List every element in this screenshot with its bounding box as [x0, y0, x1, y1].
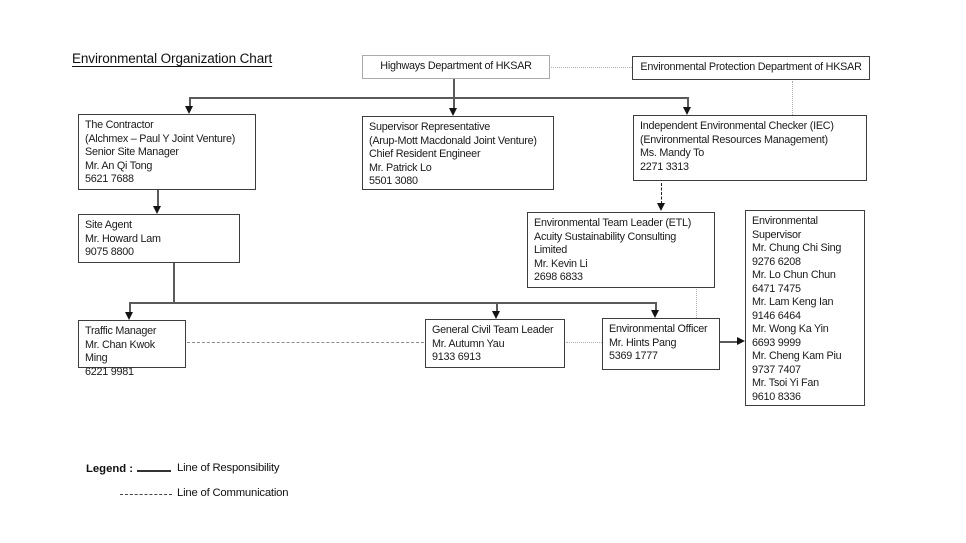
arrowhead-supervisor-rep [449, 108, 457, 116]
line-to-environmental-officer [655, 302, 657, 310]
line-generalcivil-officer-communication [566, 342, 602, 343]
org-box-contractor: The Contractor (Alchmex – Paul Y Joint V… [78, 114, 256, 190]
org-box-highways-department: Highways Department of HKSAR [362, 55, 550, 79]
legend-communication-label: Line of Communication [177, 487, 289, 499]
line-to-general-civil [496, 302, 498, 311]
line-iec-etl-communication [661, 183, 662, 204]
legend-responsibility-label: Line of Responsibility [177, 462, 280, 474]
legend-title: Legend : [86, 463, 134, 475]
arrowhead-contractor [185, 106, 193, 114]
org-box-site-agent: Site Agent Mr. Howard Lam 9075 8800 [78, 214, 240, 263]
arrowhead-iec [683, 107, 691, 115]
arrowhead-site-agent [153, 206, 161, 214]
arrowhead-environmental-supervisor [737, 337, 745, 345]
arrowhead-environmental-officer [651, 310, 659, 318]
line-to-contractor [189, 97, 191, 107]
org-box-environmental-supervisor: Environmental Supervisor Mr. Chung Chi S… [745, 210, 865, 406]
arrowhead-general-civil [492, 311, 500, 319]
org-box-supervisor-representative: Supervisor Representative (Arup-Mott Mac… [362, 116, 554, 190]
line-highways-drop [453, 79, 455, 97]
org-box-traffic-manager: Traffic Manager Mr. Chan Kwok Ming 6221 … [78, 320, 186, 378]
line-site-agent-drop [173, 263, 175, 303]
page-title: Environmental Organization Chart [72, 51, 273, 66]
legend-dashed-line [120, 494, 172, 495]
line-epd-iec-communication [792, 81, 793, 115]
line-traffic-generalcivil-communication [187, 342, 424, 343]
org-box-independent-environmental-checker: Independent Environmental Checker (IEC) … [633, 115, 867, 181]
line-to-traffic-manager [129, 302, 131, 312]
arrowhead-traffic-manager [125, 312, 133, 320]
line-etl-officer-communication [696, 289, 697, 318]
line-bottom-distributor [129, 302, 657, 304]
org-box-environmental-team-leader: Environmental Team Leader (ETL) Acuity S… [527, 212, 715, 288]
org-box-general-civil-team-leader: General Civil Team Leader Mr. Autumn Yau… [425, 319, 565, 368]
org-box-environmental-protection-department: Environmental Protection Department of H… [632, 56, 870, 80]
line-top-distributor [189, 97, 689, 99]
legend-solid-line [137, 470, 171, 472]
line-officer-to-supervisor [720, 341, 737, 343]
line-to-supervisor-rep [453, 97, 455, 108]
line-to-iec [687, 97, 689, 107]
org-box-environmental-officer: Environmental Officer Mr. Hints Pang 536… [602, 318, 720, 370]
arrowhead-etl [657, 203, 665, 211]
line-contractor-to-site-agent [157, 190, 159, 206]
line-highways-epd-communication [551, 67, 632, 68]
